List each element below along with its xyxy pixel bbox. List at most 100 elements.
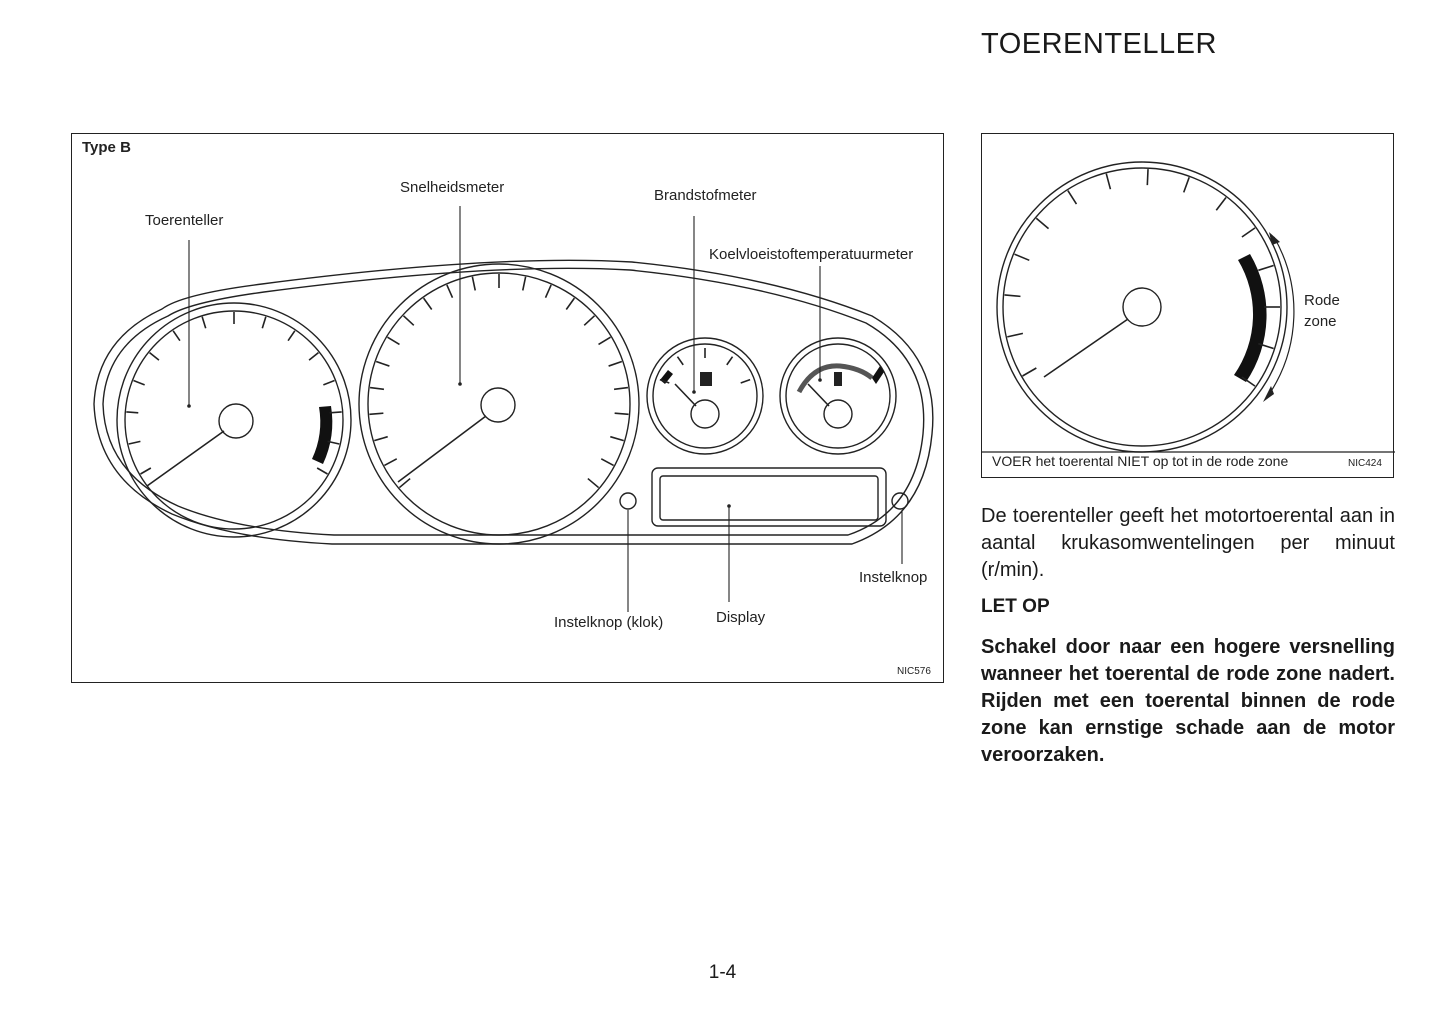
- figure-caption: VOER het toerental NIET op tot in de rod…: [992, 453, 1289, 469]
- dial-tick: [614, 412, 629, 416]
- tachometer-red-zone-large: [1234, 254, 1267, 382]
- dial-tick: [201, 316, 207, 329]
- figure-code: NIC576: [897, 666, 931, 677]
- dial-tick: [471, 276, 477, 291]
- dial-tick: [384, 458, 398, 467]
- dial-tick: [1241, 376, 1256, 387]
- dial-tick: [316, 467, 328, 475]
- dial-tick: [1182, 177, 1190, 193]
- display-frame: [651, 467, 887, 527]
- fuel-gauge-dial: [646, 337, 764, 455]
- tachometer-hub: [218, 403, 254, 439]
- dial-tick: [308, 352, 319, 361]
- red-zone-drawing: [982, 161, 1395, 453]
- dial-tick: [1258, 342, 1274, 350]
- dial-tick: [1022, 367, 1037, 377]
- dial-tick: [587, 477, 600, 489]
- thermometer-icon: [834, 372, 842, 386]
- page-title: TOERENTELLER: [981, 28, 1217, 60]
- dial-tick: [1146, 169, 1149, 186]
- dial-tick: [422, 297, 433, 310]
- tachometer-dial: [116, 302, 352, 538]
- dial-tick: [598, 336, 611, 346]
- dial-tick: [726, 356, 734, 366]
- fuel-gauge-label: Brandstofmeter: [654, 187, 757, 204]
- dial-tick: [369, 386, 385, 391]
- clock-knob-label: Instelknop (klok): [554, 614, 664, 631]
- dial-tick: [133, 379, 145, 386]
- speedometer-needle: [397, 415, 487, 483]
- dial-tick: [402, 315, 415, 326]
- dial-tick: [329, 411, 342, 414]
- tachometer-hub-large: [1122, 287, 1162, 327]
- red-zone-label-line2: zone: [1304, 313, 1337, 330]
- dial-tick: [323, 379, 335, 386]
- dial-tick: [172, 330, 181, 342]
- fuel-gauge-needle: [674, 383, 697, 407]
- dial-tick: [608, 360, 623, 367]
- intro-paragraph: De toerenteller geeft het motortoerental…: [981, 505, 1395, 581]
- dial-tick: [327, 440, 340, 445]
- dial-tick: [659, 378, 670, 384]
- dial-tick: [140, 467, 152, 475]
- speedometer-hub: [480, 387, 516, 423]
- figure-type-label: Type B: [82, 139, 131, 156]
- dial-tick: [1035, 217, 1050, 230]
- dial-tick: [1007, 332, 1024, 338]
- dial-tick: [1067, 190, 1078, 205]
- dial-tick: [583, 315, 596, 326]
- red-zone-label-line1: Rode: [1304, 292, 1340, 309]
- dial-tick: [387, 336, 400, 346]
- instrument-cluster-drawing: [93, 206, 934, 612]
- dial-tick: [1215, 197, 1227, 211]
- tachometer-needle: [146, 430, 225, 487]
- fuel-gauge-hub: [690, 399, 720, 429]
- coolant-gauge-dial: [779, 337, 897, 455]
- tachometer-label: Toerenteller: [145, 212, 224, 229]
- dial-tick: [613, 386, 629, 391]
- dial-tick: [1258, 264, 1274, 272]
- coolant-gauge-label: Koelvloeistoftemperatuurmeter: [709, 246, 914, 263]
- dial-tick: [1105, 173, 1112, 190]
- caution-heading: LET OP: [981, 596, 1050, 617]
- dial-tick: [610, 435, 624, 442]
- tachometer-red-zone: [312, 406, 333, 464]
- clock-knob: [619, 492, 637, 510]
- caution-paragraph: Schakel door naar een hogere versnelling…: [981, 636, 1395, 766]
- dial-tick: [261, 316, 267, 329]
- fuel-pump-icon: [700, 372, 712, 386]
- red-zone-figure: Rode zone VOER het toerental NIET op tot…: [981, 133, 1395, 478]
- speedometer-label: Snelheidsmeter: [400, 179, 505, 196]
- speedometer-dial: [358, 263, 640, 545]
- dial-tick: [149, 352, 160, 361]
- page-number: 1-4: [708, 962, 737, 983]
- reset-knob-label: Instelknop: [859, 569, 928, 586]
- dial-tick: [446, 284, 454, 299]
- dial-tick: [1014, 253, 1030, 262]
- dial-tick: [676, 356, 684, 366]
- dial-tick: [600, 458, 614, 467]
- dial-tick: [369, 412, 384, 416]
- reset-knob: [891, 492, 909, 510]
- display-window: [659, 475, 879, 521]
- dial-tick: [398, 477, 411, 489]
- dial-tick: [287, 330, 296, 342]
- dial-tick: [1004, 294, 1021, 298]
- tachometer-dial-large: [996, 161, 1288, 453]
- dial-tick: [521, 276, 527, 291]
- dial-tick: [128, 440, 141, 445]
- display-label: Display: [716, 609, 766, 626]
- coolant-gauge-hub: [823, 399, 853, 429]
- dial-tick: [126, 411, 139, 414]
- dial-tick: [740, 378, 751, 384]
- instrument-cluster-figure: Type B Toerenteller Snelheidsmeter Brand…: [71, 133, 944, 683]
- dial-tick: [374, 435, 388, 442]
- tachometer-needle-large: [1043, 318, 1129, 378]
- dial-tick: [565, 297, 576, 310]
- dial-tick: [544, 284, 552, 299]
- figure-code-2: NIC424: [1348, 458, 1382, 469]
- dial-tick: [1241, 227, 1256, 238]
- coolant-gauge-needle: [807, 383, 830, 407]
- dial-tick: [375, 360, 390, 367]
- red-zone-arrow: [1267, 236, 1295, 397]
